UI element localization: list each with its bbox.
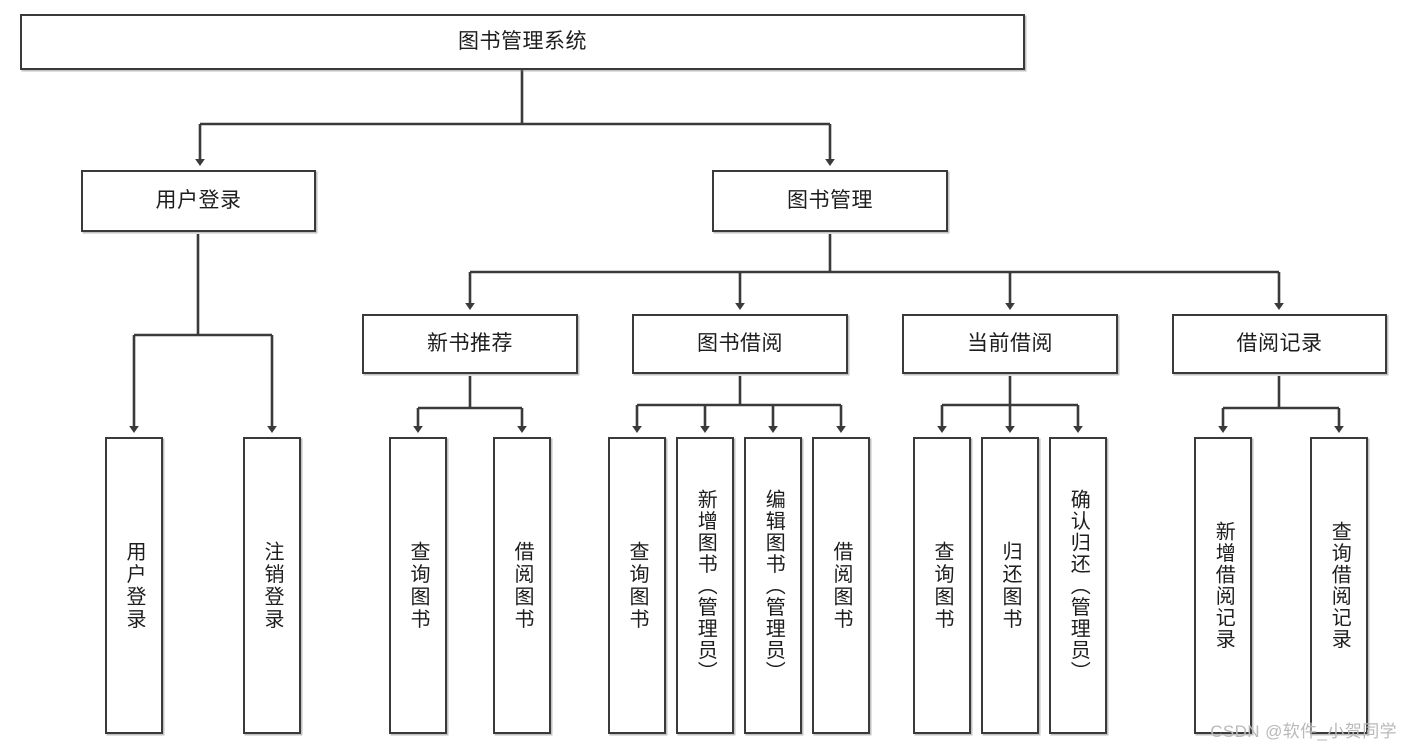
node-current-borrow-label: 当前借阅 <box>967 332 1053 356</box>
leaf-query-book-1[interactable]: 查询图书 <box>389 437 447 734</box>
leaf-add-book-label: 新增图书（管理员） <box>694 488 717 683</box>
leaf-query-book-1-label: 查询图书 <box>407 540 429 631</box>
leaf-add-book[interactable]: 新增图书（管理员） <box>676 437 734 734</box>
leaf-return-book[interactable]: 归还图书 <box>981 437 1039 734</box>
node-borrow-record-label: 借阅记录 <box>1236 332 1323 356</box>
node-user-login[interactable]: 用户登录 <box>81 170 316 232</box>
leaf-add-record-label: 新增借阅记录 <box>1212 521 1235 650</box>
leaf-confirm-return-label: 确认归还（管理员） <box>1067 488 1090 683</box>
leaf-edit-book-label: 编辑图书（管理员） <box>762 488 785 683</box>
node-user-login-label: 用户登录 <box>155 189 242 213</box>
leaf-logout[interactable]: 注销登录 <box>243 437 301 734</box>
node-book-manage[interactable]: 图书管理 <box>712 170 948 232</box>
leaf-add-record[interactable]: 新增借阅记录 <box>1194 437 1252 734</box>
node-current-borrow[interactable]: 当前借阅 <box>902 314 1118 374</box>
node-borrow-record[interactable]: 借阅记录 <box>1172 314 1387 374</box>
leaf-query-book-3-label: 查询图书 <box>931 540 953 631</box>
leaf-logout-label: 注销登录 <box>261 540 283 631</box>
leaf-user-login-label: 用户登录 <box>123 540 145 631</box>
leaf-borrow-book-1[interactable]: 借阅图书 <box>493 437 551 734</box>
leaf-borrow-book-2[interactable]: 借阅图书 <box>812 437 870 734</box>
node-root-label: 图书管理系统 <box>458 30 587 54</box>
node-book-manage-label: 图书管理 <box>787 189 873 213</box>
leaf-borrow-book-2-label: 借阅图书 <box>830 540 852 631</box>
leaf-query-book-2-label: 查询图书 <box>626 540 648 631</box>
leaf-borrow-book-1-label: 借阅图书 <box>511 540 533 631</box>
node-book-borrow-label: 图书借阅 <box>697 332 783 356</box>
leaf-confirm-return[interactable]: 确认归还（管理员） <box>1049 437 1107 734</box>
node-root[interactable]: 图书管理系统 <box>20 14 1025 70</box>
node-new-book-recommend-label: 新书推荐 <box>427 332 513 356</box>
leaf-query-record-label: 查询借阅记录 <box>1328 521 1351 650</box>
node-book-borrow[interactable]: 图书借阅 <box>632 314 848 374</box>
leaf-query-book-2[interactable]: 查询图书 <box>608 437 666 734</box>
leaf-edit-book[interactable]: 编辑图书（管理员） <box>744 437 802 734</box>
node-new-book-recommend[interactable]: 新书推荐 <box>362 314 578 374</box>
leaf-query-record[interactable]: 查询借阅记录 <box>1310 437 1368 734</box>
leaf-return-book-label: 归还图书 <box>999 540 1021 631</box>
leaf-query-book-3[interactable]: 查询图书 <box>913 437 971 734</box>
leaf-user-login[interactable]: 用户登录 <box>105 437 163 734</box>
